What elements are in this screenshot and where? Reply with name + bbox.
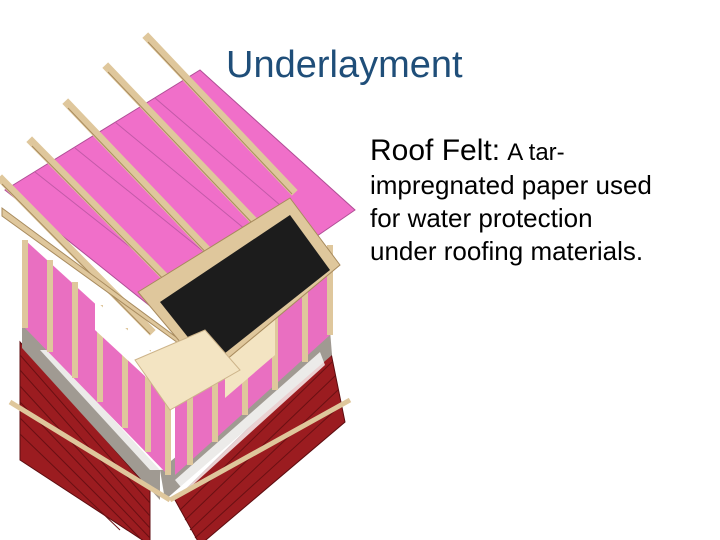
slide-title: Underlayment	[226, 44, 463, 86]
definition-start: A tar-	[507, 139, 565, 166]
sill-plates	[8, 397, 352, 503]
term-label: Roof Felt:	[370, 134, 501, 167]
right-siding	[174, 346, 346, 540]
shed-framing-illustration	[0, 32, 356, 540]
white-flashing-right	[175, 352, 325, 492]
definition-line: for water protection	[370, 203, 593, 233]
definition-line: impregnated paper used	[370, 170, 652, 200]
rafter-edges	[1, 41, 293, 335]
roof-felt	[160, 215, 330, 365]
floor-deck	[134, 329, 241, 411]
definition-block: Roof Felt: A tar- impregnated paper used…	[370, 134, 700, 268]
definition-first-line: Roof Felt: A tar-	[370, 134, 700, 169]
definition-line: under roofing materials.	[370, 236, 644, 266]
